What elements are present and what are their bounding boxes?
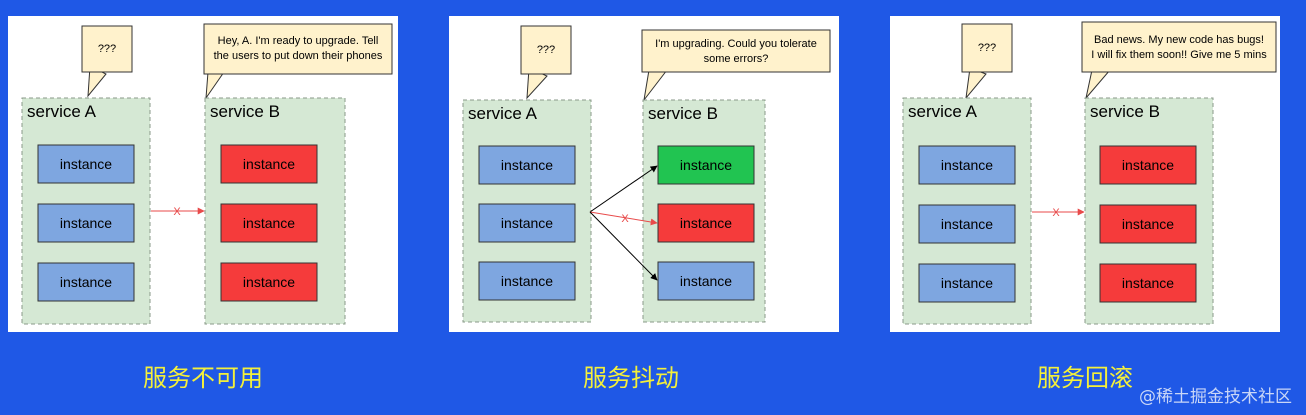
bubble-b-text-line2: some errors? [704,53,769,65]
caption-rollback: 服务回滚 [1037,364,1133,392]
instance-b3-label: instance [1122,275,1174,291]
failed-call-x: X [173,206,181,218]
diagram-jitter: ??? I'm upgrading. Could you tolerate so… [462,25,831,323]
service-a-label: service A [468,104,538,123]
bubble-b-text-line1: Bad news. My new code has bugs! [1094,34,1264,46]
panel-rollback: ??? Bad news. My new code has bugs! I wi… [890,16,1280,332]
instance-a2-label: instance [60,215,112,231]
bubble-b [1081,21,1277,73]
instance-a1-label: instance [60,156,112,172]
instance-b2-label: instance [680,215,732,231]
watermark: @稀土掘金技术社区 [1139,387,1292,407]
instance-b2-label: instance [1122,216,1174,232]
caption-jitter: 服务抖动 [583,364,679,392]
bubble-a [81,25,133,73]
instance-b1 [1099,145,1197,185]
instance-b3 [220,262,318,302]
bubble-b [203,23,393,75]
diagram-unavailable: ??? Hey, A. I'm ready to upgrade. Tell t… [21,23,393,325]
instance-b3-label: instance [680,273,732,289]
instance-a3 [918,263,1016,303]
instance-a2-label: instance [941,216,993,232]
instance-a3-label: instance [941,275,993,291]
bubble-a-text: ??? [98,43,116,55]
failed-call-x: X [621,213,629,225]
caption-unavailable: 服务不可用 [143,364,263,392]
panel-jitter: ??? I'm upgrading. Could you tolerate so… [449,16,839,332]
instance-a1 [918,145,1016,185]
instance-a3-label: instance [60,274,112,290]
instance-b3-label: instance [243,274,295,290]
instance-a1 [478,145,576,185]
instance-a2 [478,203,576,243]
bubble-a-text: ??? [537,44,555,56]
bubble-b-tail [643,69,669,101]
instance-b3 [657,261,755,301]
bubble-b [641,29,831,73]
instance-b2 [657,203,755,243]
instance-b1-label: instance [680,157,732,173]
service-b-label: service B [210,102,280,121]
instance-b2 [1099,204,1197,244]
instance-a1-label: instance [501,157,553,173]
instance-a3-label: instance [501,273,553,289]
instance-a3 [37,262,135,302]
bubble-b-text-line2: I will fix them soon!! Give me 5 mins [1091,49,1267,61]
bubble-b-text-line1: I'm upgrading. Could you tolerate [655,38,817,50]
bubble-a [520,25,572,75]
instance-b2 [220,203,318,243]
instance-b1 [220,144,318,184]
bubble-a [961,23,1013,73]
instance-b1-label: instance [243,156,295,172]
call-arrow-to-b1 [589,165,658,213]
instance-a3 [478,261,576,301]
failed-call-x: X [1052,207,1060,219]
instance-b2-label: instance [243,215,295,231]
panel-unavailable: ??? Hey, A. I'm ready to upgrade. Tell t… [8,16,398,332]
instance-b1-label: instance [1122,157,1174,173]
service-b-label: service B [1090,102,1160,121]
service-a-label: service A [908,102,978,121]
bubble-b-text-line2: the users to put down their phones [214,50,383,62]
instance-a1-label: instance [941,157,993,173]
diagram-rollback: ??? Bad news. My new code has bugs! I wi… [902,21,1277,325]
bubble-b-text-line1: Hey, A. I'm ready to upgrade. Tell [218,35,379,47]
bubble-a-text: ??? [978,42,996,54]
instance-a2 [918,204,1016,244]
instance-a2 [37,203,135,243]
service-a-label: service A [27,102,97,121]
bubble-b-tail [205,71,225,100]
instance-b1 [657,145,755,185]
instance-a2-label: instance [501,215,553,231]
failed-call-arrow [589,211,658,226]
service-b-label: service B [648,104,718,123]
call-arrow-to-b3 [589,211,658,281]
instance-b3 [1099,263,1197,303]
bubble-b-tail [1085,69,1112,99]
instance-a1 [37,144,135,184]
